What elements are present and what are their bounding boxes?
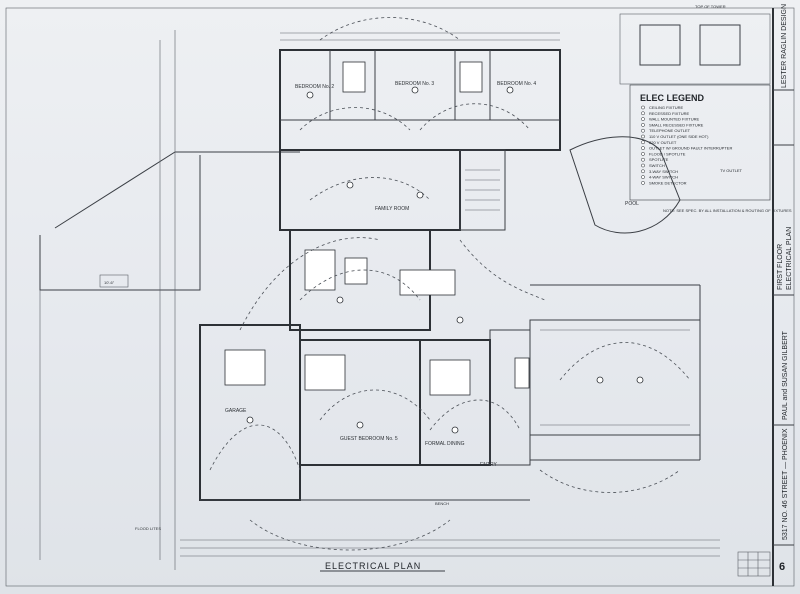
legend-item: WALL MOUNTED FIXTURE: [649, 117, 699, 122]
room-label-pool: POOL: [625, 201, 639, 207]
room-label-formal-dining: FORMAL DINING: [425, 441, 465, 447]
legend-symbol-icon: [641, 181, 645, 185]
legend-item: 220 V OUTLET: [649, 140, 677, 145]
bedroom-wing: [279, 32, 561, 151]
sheet-border: [5, 7, 795, 587]
title-block-sheet-number: 6: [779, 561, 785, 573]
note-block: NOTE: SEE SPEC. BY ALL INSTALLATION & RO…: [663, 208, 792, 213]
legend-symbol-icon: [641, 146, 645, 150]
legend-item: CEILING FIXTURE: [649, 105, 684, 110]
room-label-guest-bedroom: GUEST BEDROOM No. 5: [340, 436, 398, 442]
room-label-bedroom-3: BEDROOM No. 3: [395, 81, 434, 87]
legend-item: TELEPHONE OUTLET: [649, 128, 691, 133]
fixture-symbols: [246, 86, 644, 434]
legend-symbol-icon: [641, 169, 645, 174]
title-block-sheet-title-2: ELECTRICAL PLAN: [786, 227, 793, 290]
room-label-bedroom-2: BEDROOM No. 2: [295, 84, 334, 90]
detail-box: [619, 13, 771, 85]
legend-symbol-icon: [641, 152, 645, 156]
title-block-client: PAUL and SUSAN GILBERT: [782, 330, 789, 420]
room-label-garage: GARAGE: [225, 408, 247, 414]
room-label-entry: ENTRY: [480, 462, 498, 468]
wiring-runs: [209, 17, 691, 551]
legend-symbol-icon: [641, 105, 645, 110]
legend-item: 3-WAY SWITCH: [649, 169, 678, 174]
note-dimension: 10'-6": [104, 280, 115, 285]
legend-symbol-icon: [641, 128, 645, 133]
legend-symbol-icon: [641, 175, 645, 179]
title-block-firm: LESTER RAGLIN DESIGN: [781, 4, 788, 88]
note-top-of-tower: TOP OF TOWER: [695, 4, 726, 9]
note-flood-lites: FLOOD LITES: [135, 526, 161, 531]
room-label-family-room: FAMILY ROOM: [375, 206, 409, 212]
dimension-lines: [180, 539, 720, 557]
legend-item: 4-WAY SWITCH: [649, 175, 678, 180]
legend-symbol-icon: [641, 163, 645, 168]
legend-item: OUTLET W/ GROUND FAULT INTERRUPTER: [649, 146, 732, 151]
covered-patio: [514, 284, 701, 461]
site-lines: [39, 30, 300, 570]
room-label-bedroom-4: BEDROOM No. 4: [497, 81, 536, 87]
legend-item: 110 V OUTLET (ONE SIDE HOT): [649, 134, 709, 139]
legend-item: FLOOD / SPOTLITE: [649, 151, 686, 156]
title-block-address: 5317 NO. 46 STREET — PHOENIX: [782, 428, 789, 540]
legend-item: SPOTLITE: [649, 157, 669, 162]
legend-symbol-icon: [641, 140, 645, 145]
legend-item: RECESSED FIXTURE: [649, 111, 690, 116]
legend-symbol-icon: [641, 134, 645, 139]
lower-floor-area: [199, 324, 531, 501]
legend-symbol-icon: [641, 111, 645, 116]
legend-item: SMALL RECESSED FIXTURE: [649, 122, 704, 127]
electrical-legend: [629, 84, 771, 201]
legend-item: SMOKE DETECTOR: [649, 180, 687, 185]
legend-symbol-icon: [641, 117, 645, 121]
legend-tv-outlet: TV OUTLET: [720, 168, 743, 173]
title-block-sheet-title-1: FIRST FLOOR: [777, 244, 784, 290]
title-block: [737, 8, 794, 586]
legend-item: SWITCH: [649, 163, 665, 168]
legend-symbol-icon: [641, 157, 645, 162]
legend-title: ELEC LEGEND: [640, 93, 705, 103]
family-kitchen-area: [279, 149, 506, 331]
plan-title: ELECTRICAL PLAN: [325, 561, 421, 571]
room-label-bench: BENCH: [435, 501, 449, 506]
legend-symbol-icon: [641, 123, 645, 127]
